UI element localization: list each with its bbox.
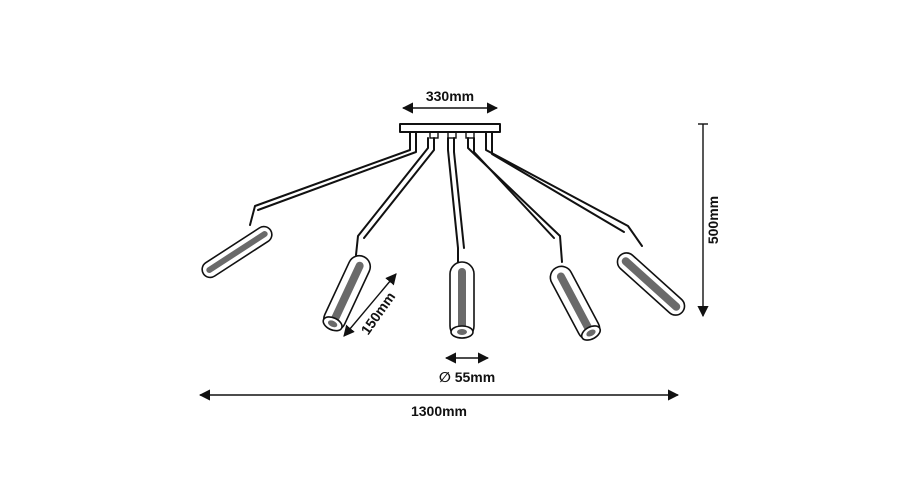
arm-far-right (485, 131, 686, 316)
label-canopy-width: 330mm (426, 88, 474, 104)
arm-far-left (201, 131, 417, 279)
label-height: 500mm (705, 196, 721, 244)
dimension-canopy-width: 330mm (401, 88, 499, 114)
label-total-width: 1300mm (411, 403, 467, 419)
arm-center (447, 137, 475, 339)
label-diameter: ∅ 55mm (439, 369, 495, 385)
ceiling-canopy (399, 123, 501, 139)
dimension-total-width: 1300mm (198, 389, 680, 419)
dimension-diameter: ∅ 55mm (439, 352, 495, 385)
arm-right (467, 137, 602, 341)
dimension-height: 500mm (697, 123, 721, 318)
